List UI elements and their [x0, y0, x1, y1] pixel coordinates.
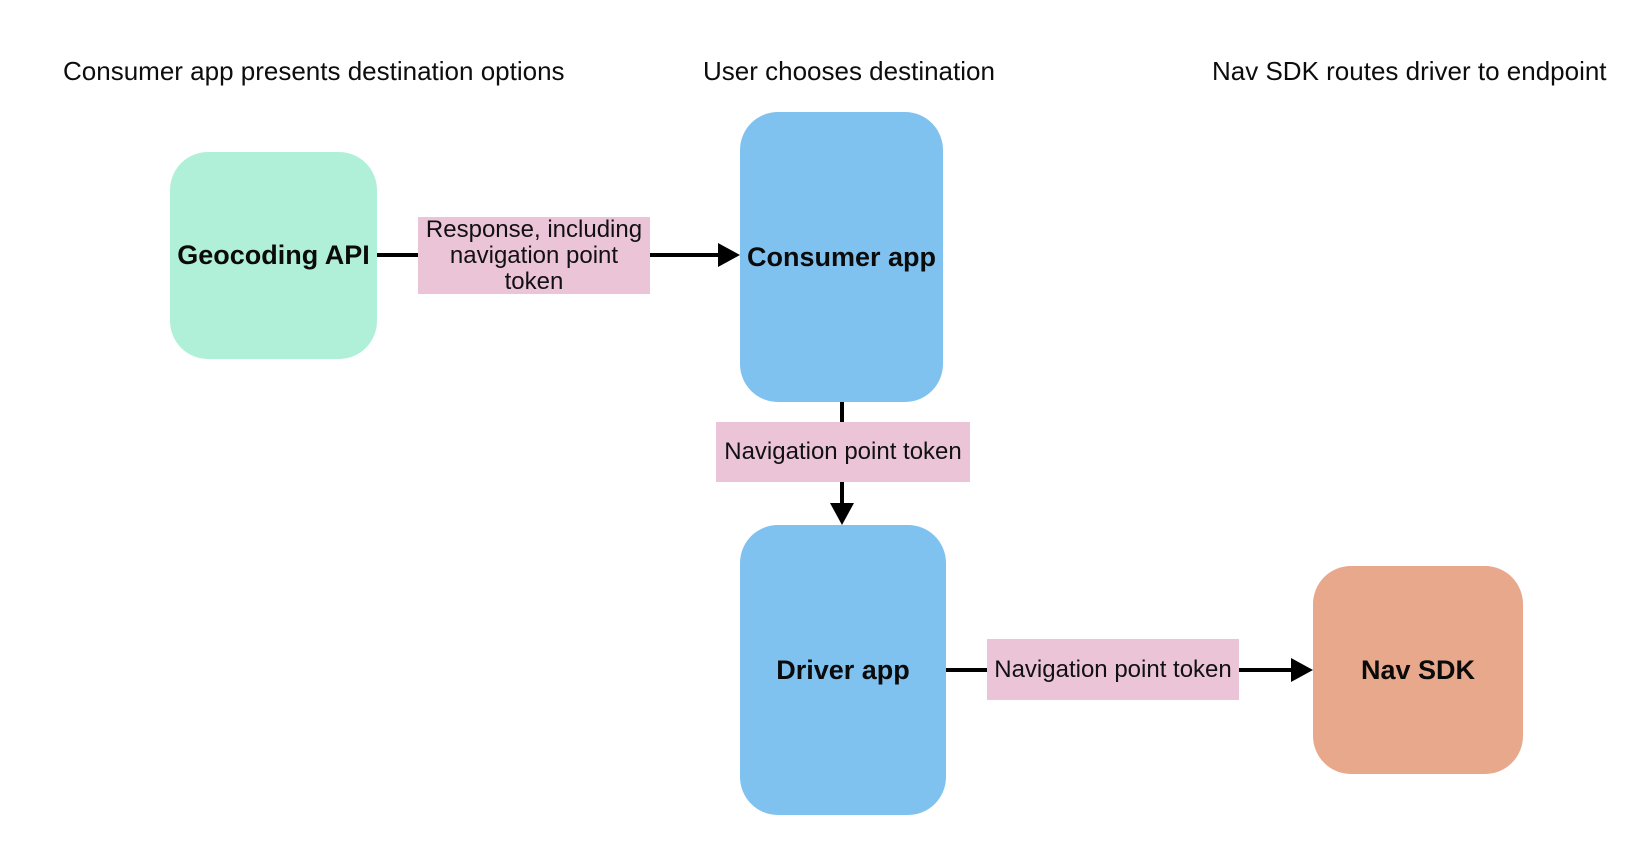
node-geocoding-api: Geocoding API: [170, 152, 377, 359]
edge-consumer-to-driver-line-start: [840, 402, 844, 422]
node-driver-app-label: Driver app: [776, 654, 910, 685]
edge-geocoding-to-consumer-line-start: [377, 253, 418, 257]
edge-consumer-to-driver-line-end: [840, 482, 844, 504]
arrowhead-right-icon: [1291, 658, 1313, 682]
node-consumer-app: Consumer app: [740, 112, 943, 402]
stage-heading-user-chooses: User chooses destination: [703, 56, 995, 86]
edge-geocoding-to-consumer-label: Response, including navigation point tok…: [418, 216, 650, 294]
edge-driver-to-navsdk-line-start: [946, 668, 987, 672]
node-nav-sdk-label: Nav SDK: [1360, 654, 1476, 685]
edge-driver-to-navsdk-label: Navigation point token: [987, 639, 1239, 700]
stage-heading-consumer-presents: Consumer app presents destination option…: [63, 56, 565, 86]
stage-heading-navsdk-routes: Nav SDK routes driver to endpoint: [1212, 56, 1607, 86]
edge-driver-to-navsdk-line-end: [1239, 668, 1292, 672]
arrowhead-right-icon: [718, 243, 740, 267]
node-nav-sdk: Nav SDK: [1313, 566, 1523, 774]
edge-geocoding-to-consumer-line-end: [650, 253, 719, 257]
node-driver-app: Driver app: [740, 525, 946, 815]
node-geocoding-api-label: Geocoding API: [177, 240, 370, 270]
node-consumer-app-label: Consumer app: [746, 241, 937, 272]
edge-consumer-to-driver-label: Navigation point token: [716, 422, 970, 482]
arrowhead-down-icon: [830, 503, 854, 525]
